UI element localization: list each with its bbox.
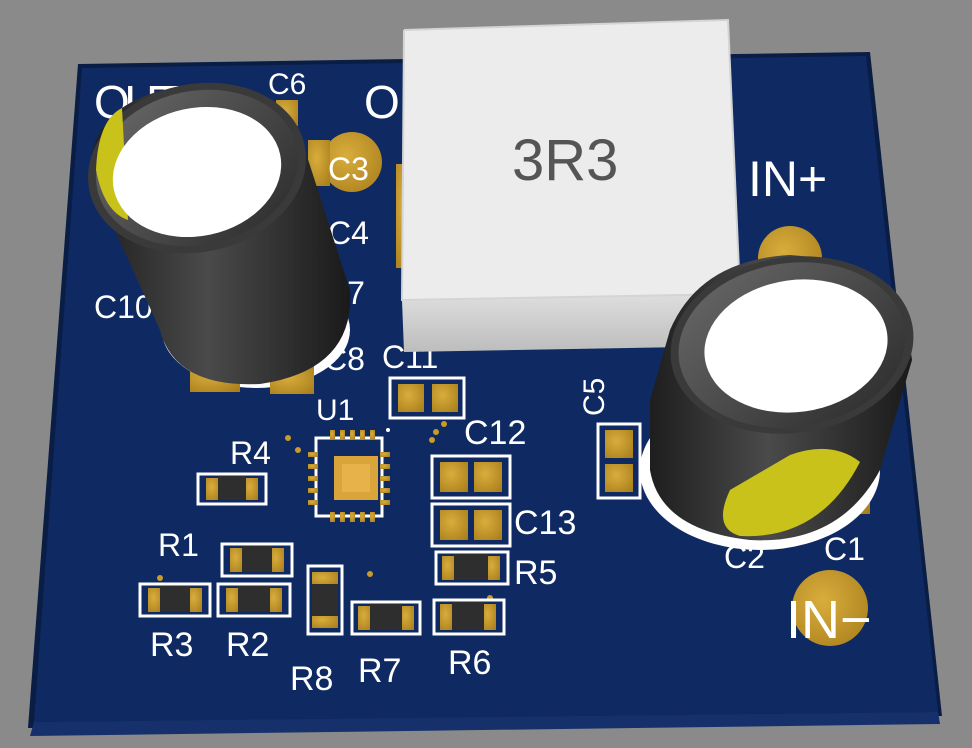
c11-footprint (388, 376, 466, 420)
in-minus-pad (792, 570, 868, 646)
label-in-minus: IN− (786, 590, 872, 650)
electrolytic-cap-output (87, 82, 351, 394)
out-minus-pad (322, 132, 382, 192)
label-c12: C12 (464, 414, 526, 452)
label-r3: R3 (150, 626, 193, 664)
r8-resistor (306, 564, 344, 636)
label-c1: C1 (824, 531, 865, 567)
label-c3: C3 (328, 151, 369, 187)
r5-resistor (434, 550, 510, 586)
u1-ic (308, 428, 390, 522)
label-r1: R1 (158, 527, 199, 563)
label-r7: R7 (358, 652, 401, 690)
r7-resistor (350, 600, 422, 636)
label-in-plus: IN+ (748, 151, 827, 207)
r1-resistor (220, 542, 294, 578)
c13-footprint (430, 502, 512, 548)
label-c5: C5 (578, 378, 611, 416)
electrolytic-cap-input (640, 255, 914, 550)
label-u1: U1 (316, 394, 354, 427)
c3-pad (308, 140, 330, 186)
label-r2: R2 (226, 626, 269, 664)
r4-resistor (196, 472, 268, 506)
label-c6: C6 (268, 68, 306, 101)
label-r5: R5 (514, 554, 557, 592)
r3-resistor (138, 582, 212, 618)
c5-footprint (596, 422, 642, 500)
c12-footprint (430, 454, 512, 500)
inductor-marking: 3R3 (512, 128, 618, 193)
vias (157, 421, 493, 601)
r6-resistor (432, 598, 506, 636)
label-c13: C13 (514, 504, 576, 542)
label-r6: R6 (448, 644, 491, 682)
inductor-3r3: 3R3 (400, 18, 742, 352)
r2-resistor (216, 582, 292, 618)
label-r4: R4 (230, 435, 271, 471)
label-r8: R8 (290, 660, 333, 698)
label-c10: C10 (94, 289, 153, 325)
